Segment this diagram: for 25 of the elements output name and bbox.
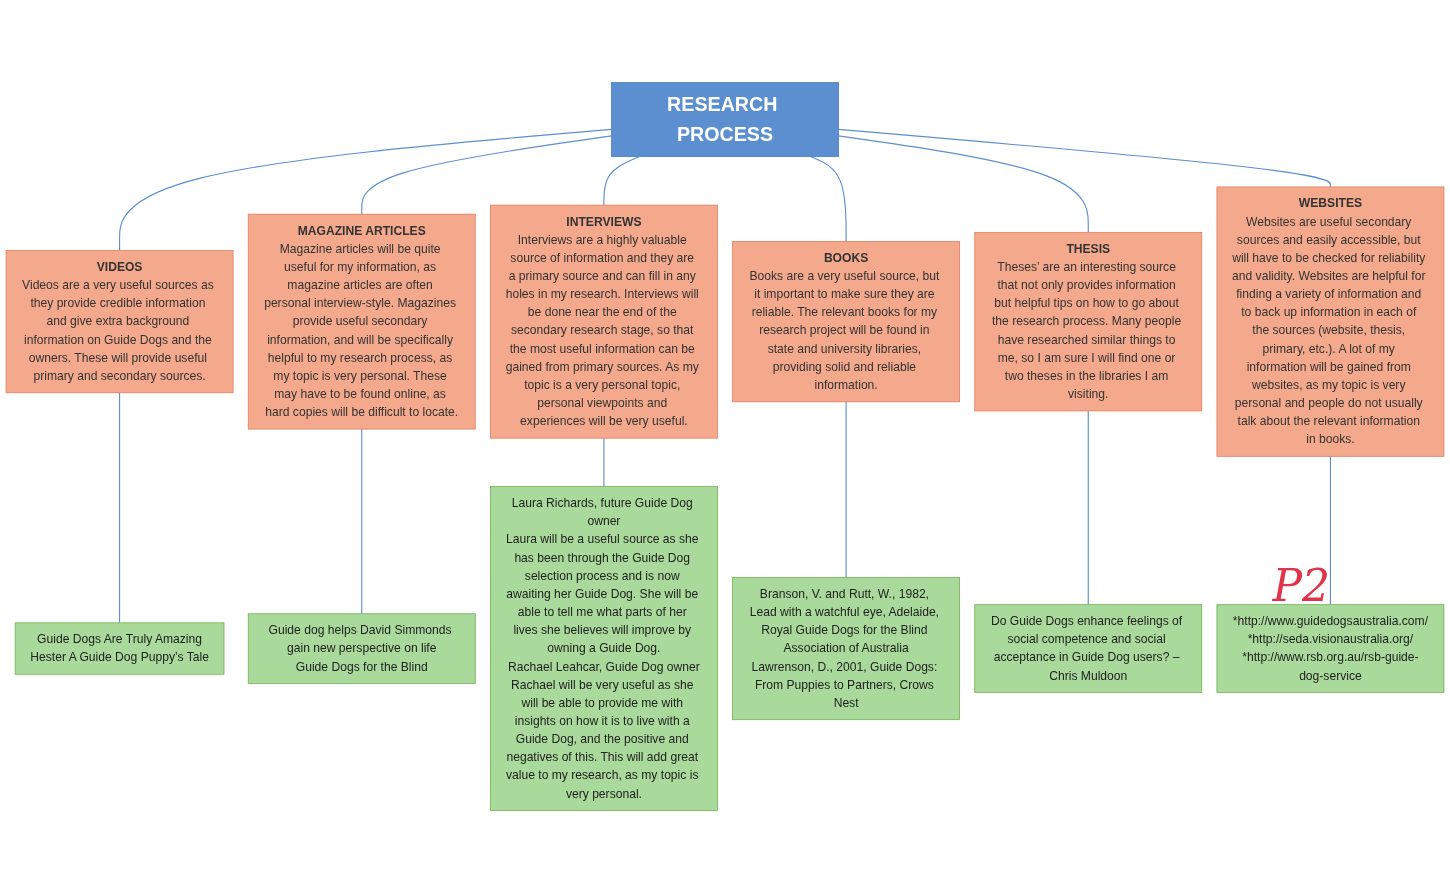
node-box: MAGAZINE ARTICLES Magazine articles will be quite useful for my information, as magazine articles are often personal interview-style. Magazines provide useful secondary information, and will be specifically helpful to my research process, as my topic is very personal. These may have to be found online, as hard copies will be difficult to locate. bbox=[247, 213, 476, 430]
node-box: WEBSITES Websites are useful secondary sources and easily accessible, but will have to be checked for reliability and validity. Websites are helpful for finding a variety of information and to back up information in each of the sources (website, thesis, primary, etc.). A lot of my information will be gained from websites, as my topic is very personal and people do not usually talk about the relevant information in books. bbox=[1216, 186, 1445, 457]
node-box: *http://www.guidedogsaustralia.com/ *http://seda.visionaustralia.org/ *http://www.rsb.org.au/rsb-guide-dog-service bbox=[1216, 604, 1445, 693]
node-box: RESEARCH PROCESS bbox=[611, 82, 839, 158]
connector bbox=[603, 437, 605, 488]
connector bbox=[1087, 410, 1089, 606]
connector bbox=[837, 128, 1331, 188]
node-box: VIDEOS Videos are a very useful sources as they provide credible information and give extra background information on Guide Dogs and the owners. These will provide useful primary and secondary sources. bbox=[5, 250, 234, 394]
node-box: Guide Dogs Are Truly Amazing Hester A Guide Dog Puppy’s Tale bbox=[14, 622, 225, 675]
node-box: Do Guide Dogs enhance feelings of social competence and social acceptance in Guide Dog users? – Chris Muldoon bbox=[974, 604, 1203, 693]
connector bbox=[361, 428, 363, 615]
connector bbox=[361, 135, 613, 215]
connector bbox=[603, 156, 640, 206]
node-box: THESIS Theses’ are an interesting source that not only provides information but helpful tips on how to go about the research process. Many people have researched similar things to me, so I am sure I will find one or two theses in the libraries I am visiting. bbox=[974, 231, 1203, 412]
node-box: INTERVIEWS Interviews are a highly valuable source of information and they are a primary source and can fill in any holes in my research. Interviews will be done near the end of the secondary research stage, so that the most useful information can be gained from primary sources. As my topic is a very personal topic, personal viewpoints and experiences will be very useful. bbox=[490, 204, 718, 439]
connector bbox=[119, 128, 613, 252]
node-box: Branson, V. and Rutt, W., 1982, Lead with a watchful eye, Adelaide, Royal Guide Dogs for the Blind Association of Australia Lawrenson, D., 2001, Guide Dogs: From Puppies to Partners, Crows Nest bbox=[732, 577, 960, 721]
connector bbox=[1329, 455, 1331, 606]
node-box: Laura Richards, future Guide Dog owner Laura will be a useful source as she has been through the Guide Dog selection process and is now awaiting her Guide Dog. She will be able to tell me what parts of her lives she believes will improve by owning a Guide Dog. Rachael Leahcar, Guide Dog owner Rachael will be very useful as she will be able to provide me with insights on how it is to live with a Guide Dog, and the positive and negatives of this. This will add great value to my research, as my topic is very personal. bbox=[490, 486, 718, 811]
connector bbox=[810, 156, 847, 242]
connector bbox=[119, 392, 121, 624]
node-box: Guide dog helps David Simmonds gain new perspective on life Guide Dogs for the Blind bbox=[247, 613, 476, 684]
connector bbox=[845, 401, 847, 578]
node-box: BOOKS Books are a very useful source, but it important to make sure they are reliable. The relevant books for my research project will be found in state and university libraries, providing solid and reliable information. bbox=[732, 241, 960, 403]
connector bbox=[837, 135, 1089, 233]
